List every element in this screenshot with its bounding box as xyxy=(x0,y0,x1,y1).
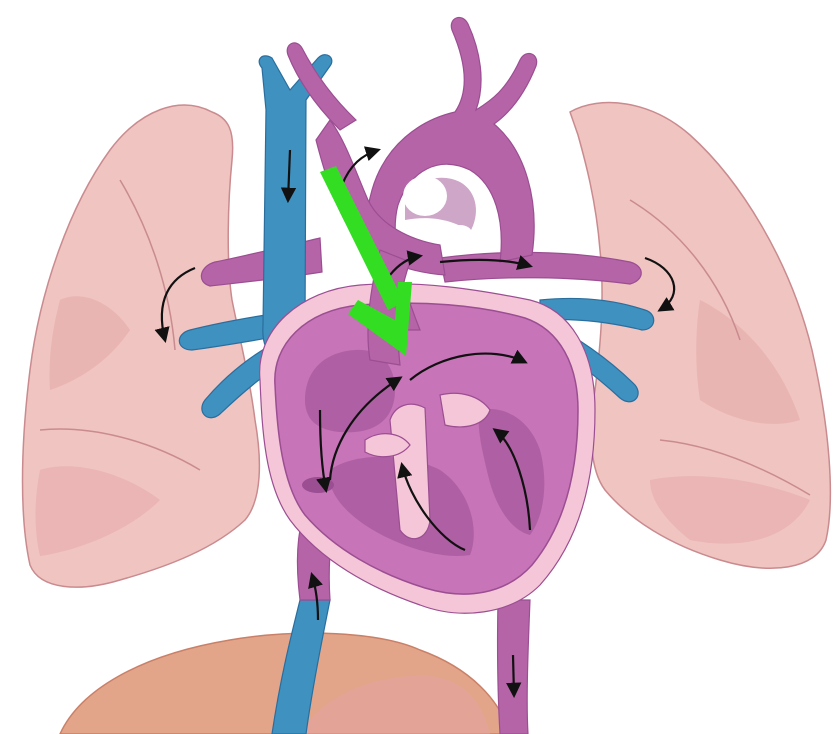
left-lung xyxy=(23,105,260,587)
right-lung xyxy=(570,103,830,569)
arrow-icon xyxy=(513,655,514,695)
